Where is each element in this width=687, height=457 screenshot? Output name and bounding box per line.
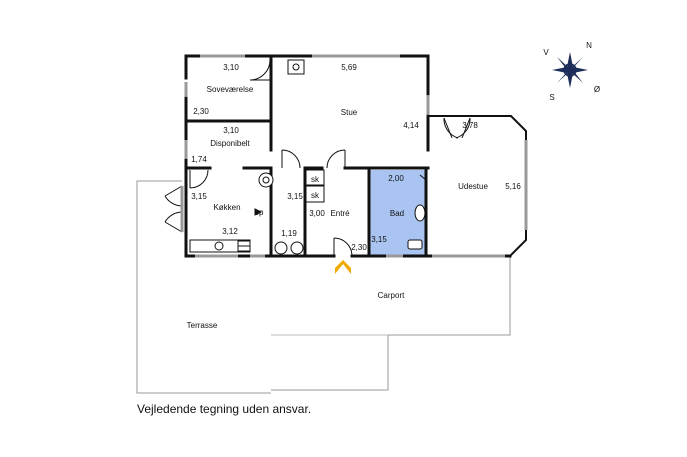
kok-op: op [255, 208, 264, 217]
terrace-outline [136, 180, 271, 394]
carport-name: Carport [378, 291, 405, 300]
compass-o: Ø [594, 85, 600, 94]
entrance-arrow [335, 260, 351, 274]
bathroom-fixtures [407, 204, 426, 250]
kitchen-fixtures [189, 172, 304, 255]
bad-name: Bad [390, 209, 404, 218]
stue-depth: 4,14 [403, 121, 419, 130]
disp-depth: 1,74 [191, 155, 207, 164]
carport-outline [271, 255, 511, 391]
doors [164, 59, 471, 257]
disclaimer: Vejledende tegning uden ansvar. [137, 402, 312, 416]
stue-width: 5,69 [341, 63, 357, 72]
windows [184, 54, 528, 258]
compass-s: S [549, 93, 554, 102]
sunroom-walls [428, 115, 527, 257]
compass-v: V [543, 48, 549, 57]
entre-name: Entré [330, 209, 350, 218]
sov-name: Soveværelse [207, 85, 254, 94]
kok-name: Køkken [213, 203, 240, 212]
sk1-label: sk [311, 175, 320, 184]
entre-depth: 2,30 [351, 243, 367, 252]
disp-width: 3,10 [223, 126, 239, 135]
kok-depth: 3,12 [222, 227, 238, 236]
stue-name: Stue [341, 108, 358, 117]
sink-fixture [287, 59, 305, 75]
compass-rose-icon [552, 52, 588, 88]
gang-width: 3,15 [287, 192, 303, 201]
sov-depth: 2,30 [193, 107, 209, 116]
compass-n: N [586, 41, 592, 50]
sov-width: 3,10 [223, 63, 239, 72]
disp-name: Disponibelt [210, 139, 250, 148]
udestue-width: 3,78 [462, 121, 478, 130]
closets [305, 169, 325, 203]
udestue-depth: 5,16 [505, 182, 521, 191]
kok-width: 3,15 [191, 192, 207, 201]
gang-depth: 1,19 [281, 229, 297, 238]
entre-width: 3,00 [309, 209, 325, 218]
sk2-label: sk [311, 191, 320, 200]
udestue-name: Udestue [458, 182, 488, 191]
terrasse-name: Terrasse [187, 321, 218, 330]
bad-width: 2,00 [388, 174, 404, 183]
bad-depth: 3,15 [371, 235, 387, 244]
